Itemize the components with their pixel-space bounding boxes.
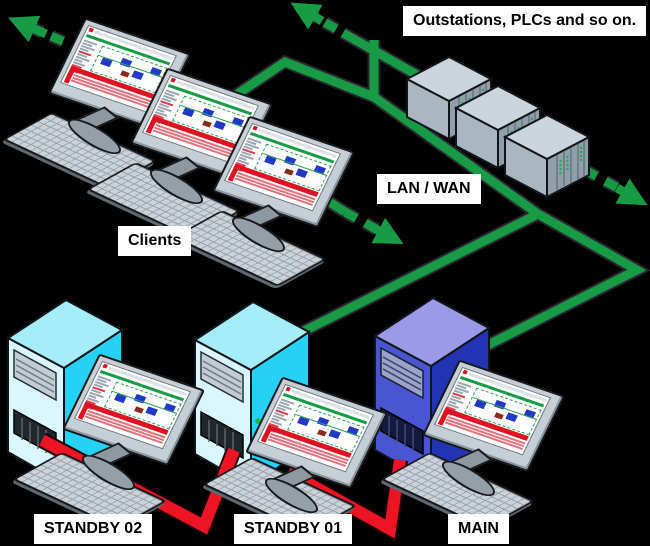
clients-line-dashed-right: [342, 208, 388, 238]
app-logo-icon: [285, 386, 291, 392]
monitor-standby01: [245, 376, 425, 519]
monitor-main: [422, 359, 602, 502]
clients-line-upleft-arrow: [8, 15, 48, 43]
lan-wan-label: LAN / WAN: [377, 174, 481, 204]
clients-line-downright-arrow: [369, 217, 404, 245]
monitor-standby02: [62, 353, 242, 496]
scada-screen: [223, 122, 342, 212]
outstations-line-downright-arrow: [614, 178, 648, 206]
outstations-line-upleft-arrow: [290, 2, 325, 30]
outstations-label: Outstations, PLCs and so on.: [403, 6, 647, 36]
app-logo-icon: [462, 369, 468, 375]
app-logo-icon: [102, 363, 108, 369]
standby02-label: STANDBY 02: [34, 514, 153, 544]
branch-to-main: [465, 210, 647, 360]
scada-screen: [256, 383, 375, 473]
app-logo-icon: [252, 125, 258, 131]
app-logo-icon: [170, 77, 176, 83]
clients-label: Clients: [118, 226, 192, 256]
branch-to-standby01: [279, 209, 541, 347]
monitor-client-3: [212, 115, 392, 258]
standby01-label: STANDBY 01: [234, 514, 353, 544]
app-logo-icon: [88, 27, 94, 33]
main-label: MAIN: [448, 514, 509, 544]
scada-screen: [73, 360, 192, 450]
scada-screen: [433, 366, 552, 456]
